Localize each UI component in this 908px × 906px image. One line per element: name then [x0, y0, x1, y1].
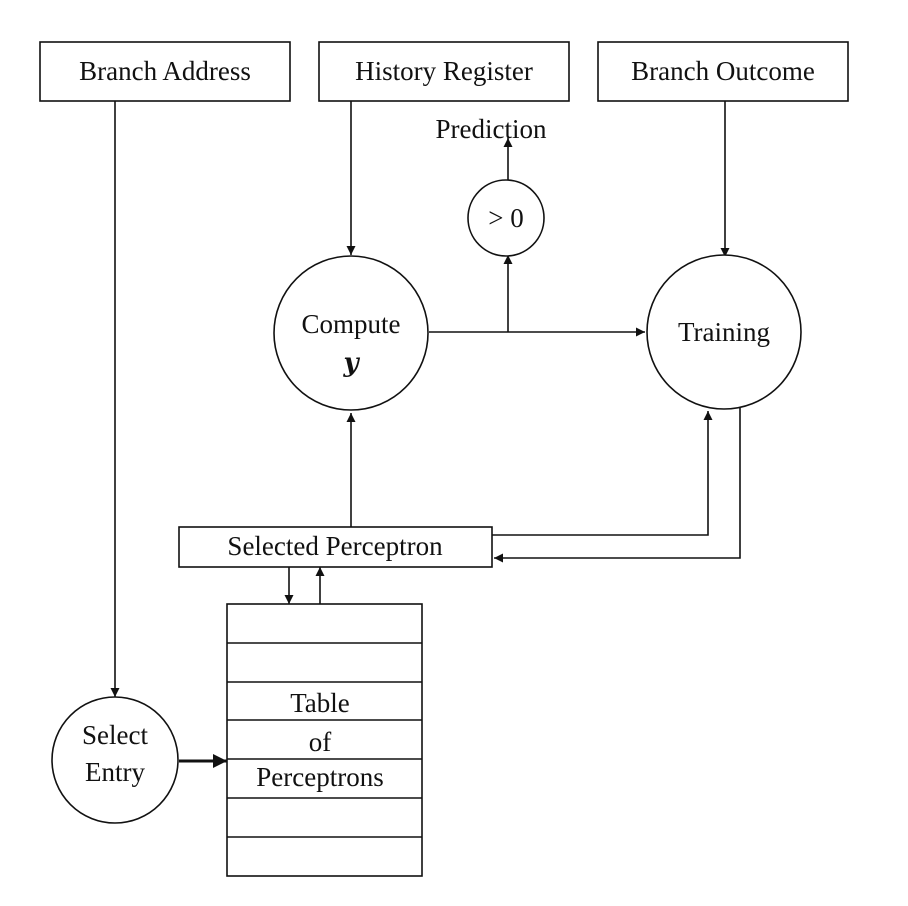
- selected-perceptron-box: Selected Perceptron: [178, 526, 493, 568]
- selected-perceptron-label: Selected Perceptron: [227, 531, 443, 561]
- arrow-selected-perceptron-to-training: [492, 411, 713, 536]
- training-node: Training: [646, 254, 802, 410]
- training-label: Training: [678, 317, 770, 347]
- compute-label: Compute: [302, 309, 401, 339]
- threshold-label: > 0: [488, 203, 523, 233]
- prediction-label: Prediction: [436, 114, 547, 144]
- branch-outcome-label: Branch Outcome: [631, 56, 815, 86]
- table-label-line2: of: [309, 727, 332, 757]
- branch-address-box: Branch Address: [39, 41, 291, 102]
- table-label-line3: Perceptrons: [256, 762, 383, 792]
- perceptron-table: Table of Perceptrons: [226, 603, 423, 877]
- branch-outcome-box: Branch Outcome: [597, 41, 849, 102]
- compute-node: Compute y: [273, 255, 429, 411]
- threshold-node: > 0: [467, 179, 545, 257]
- history-register-label: History Register: [355, 56, 533, 86]
- branch-address-label: Branch Address: [79, 56, 251, 86]
- select-entry-node: Select Entry: [51, 696, 179, 824]
- compute-variable: y: [342, 348, 360, 378]
- history-register-box: History Register: [318, 41, 570, 102]
- arrow-training-to-selected-perceptron: [494, 408, 741, 563]
- select-entry-label-line2: Entry: [85, 757, 145, 787]
- select-entry-label-line1: Select: [82, 720, 148, 750]
- table-label-line1: Table: [290, 688, 350, 718]
